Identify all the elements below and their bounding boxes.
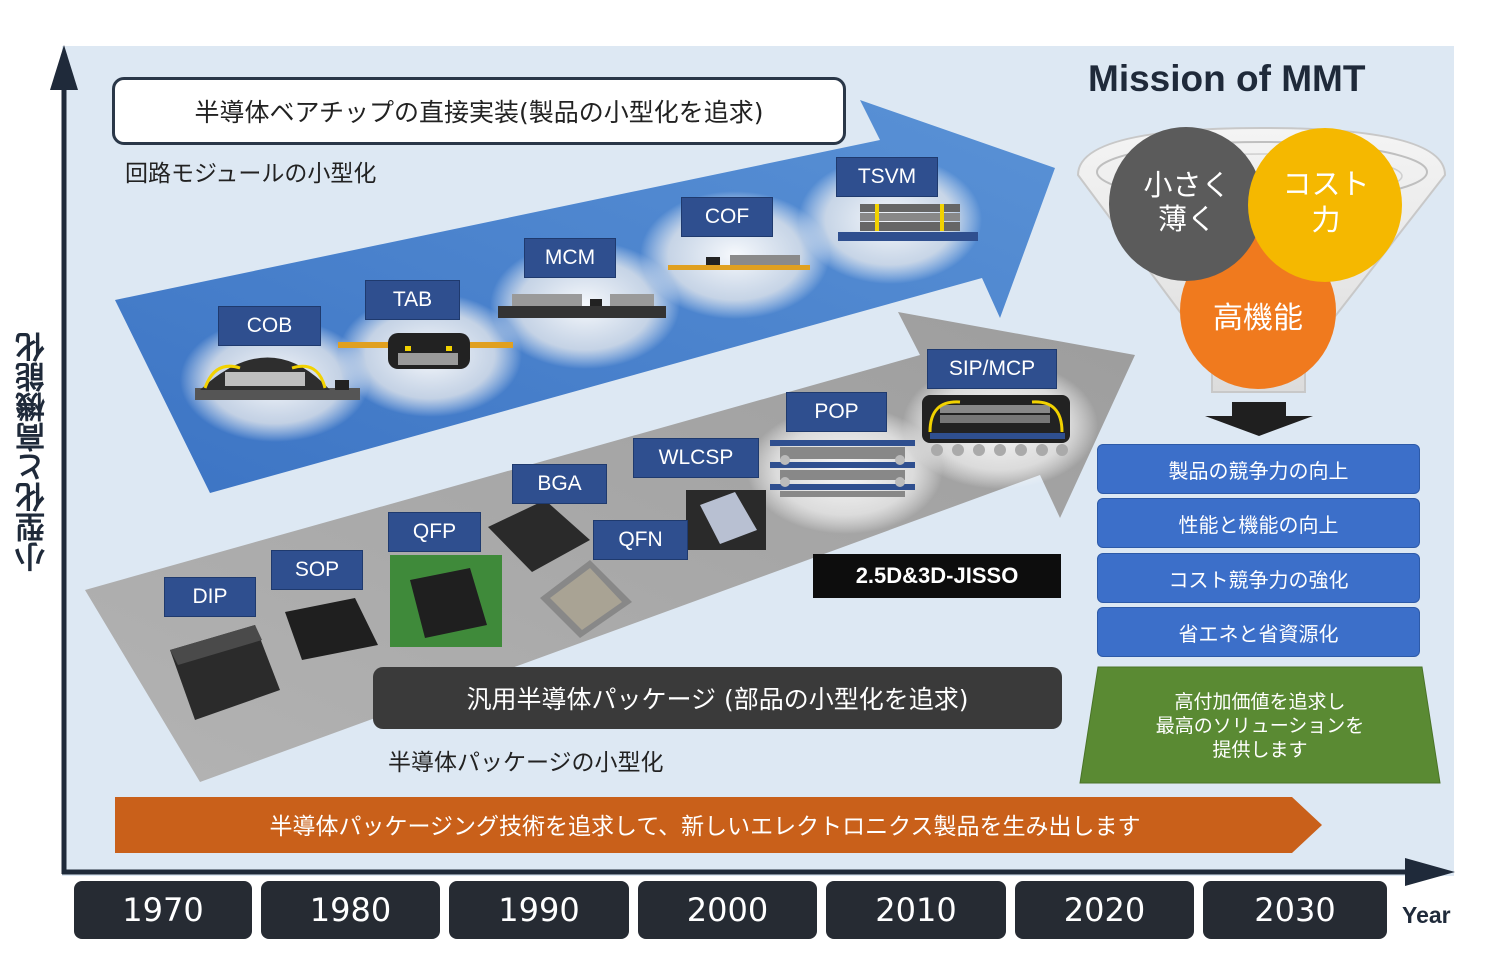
circle-small-line2: 薄く <box>1157 202 1216 236</box>
funnel-down-arrow <box>1205 402 1313 436</box>
label-cof: COF <box>681 197 773 237</box>
cob-chip-icon <box>195 357 360 400</box>
circle-small-line1: 小さく <box>1143 168 1231 202</box>
year-2020: 2020 <box>1015 881 1194 939</box>
year-2010: 2010 <box>826 881 1006 939</box>
circle-cost-line1: コスト <box>1282 167 1370 201</box>
label-mcm: MCM <box>524 238 616 278</box>
upper-arrow-heading: 半導体ベアチップの直接実装(製品の小型化を追求) <box>112 77 846 145</box>
qfn-chip-icon <box>540 560 632 638</box>
label-tsvm: TSVM <box>836 157 938 197</box>
label-bga: BGA <box>512 464 607 504</box>
year-1990: 1990 <box>449 881 629 939</box>
year-1980: 1980 <box>261 881 440 939</box>
benefit-item-competitiveness: 製品の競争力の向上 <box>1097 444 1420 494</box>
sip-mcp-chip-icon <box>922 395 1070 456</box>
lower-arrow-heading-text: 汎用半導体パッケージ (部品の小型化を追求) <box>466 685 969 714</box>
pop-chip-icon <box>770 440 915 497</box>
circle-cost-text: コスト 力 <box>1257 166 1395 238</box>
dip-chip-icon <box>170 625 280 720</box>
jisso-badge: 2.5D&3D-JISSO <box>813 554 1061 598</box>
benefit-item-performance: 性能と機能の向上 <box>1097 498 1420 548</box>
qfp-chip-icon <box>390 555 502 647</box>
year-2030: 2030 <box>1203 881 1387 939</box>
tab-chip-icon <box>338 333 513 369</box>
x-axis-label: Year <box>1402 902 1451 928</box>
summary-line3: 提供します <box>1212 739 1308 761</box>
summary-text: 高付加価値を追求し 最高のソリューションを 提供します <box>1098 690 1422 762</box>
x-axis-arrowhead <box>1405 858 1455 886</box>
label-tab: TAB <box>365 280 460 320</box>
label-pop: POP <box>786 392 887 432</box>
upper-arrow-heading-text: 半導体ベアチップの直接実装(製品の小型化を追求) <box>194 98 764 127</box>
year-1970: 1970 <box>74 881 252 939</box>
benefit-item-cost: コスト競争力の強化 <box>1097 553 1420 603</box>
label-cob: COB <box>218 306 321 346</box>
label-sip-mcp: SIP/MCP <box>927 349 1057 389</box>
summary-trapezoid <box>1079 666 1441 784</box>
mission-title: Mission of MMT <box>1088 58 1366 99</box>
wlcsp-chip-icon <box>686 490 766 550</box>
label-dip: DIP <box>164 577 256 617</box>
label-wlcsp: WLCSP <box>633 438 759 478</box>
y-axis-label: 小型化と高機能化 <box>16 332 51 572</box>
circle-small-thin-text: 小さく 薄く <box>1118 168 1256 236</box>
sop-chip-icon <box>285 598 378 660</box>
circle-function-text: 高機能 <box>1213 301 1303 336</box>
bottom-banner-text: 半導体パッケージング技術を追求して、新しいエレクトロニクス製品を生み出します <box>269 814 1141 840</box>
bga-chip-icon <box>488 500 590 572</box>
lower-arrow-caption: 半導体パッケージの小型化 <box>388 750 664 776</box>
benefit-item-energy: 省エネと省資源化 <box>1097 607 1420 657</box>
mcm-chip-icon <box>498 294 666 318</box>
y-axis-arrowhead <box>50 45 78 90</box>
tsvm-chip-icon <box>838 204 978 241</box>
label-sop: SOP <box>271 550 363 590</box>
circle-cost-line2: 力 <box>1311 203 1341 237</box>
label-qfn: QFN <box>593 520 688 560</box>
year-2000: 2000 <box>638 881 817 939</box>
funnel-circles <box>1109 127 1402 389</box>
lower-arrow-heading: 汎用半導体パッケージ (部品の小型化を追求) <box>373 667 1062 729</box>
banner-shape <box>115 797 1322 853</box>
cof-chip-icon <box>668 255 810 270</box>
label-qfp: QFP <box>388 512 481 552</box>
summary-line2: 最高のソリューションを <box>1155 715 1365 737</box>
upper-arrow-caption: 回路モジュールの小型化 <box>125 161 377 187</box>
summary-line1: 高付加価値を追求し <box>1174 691 1346 713</box>
